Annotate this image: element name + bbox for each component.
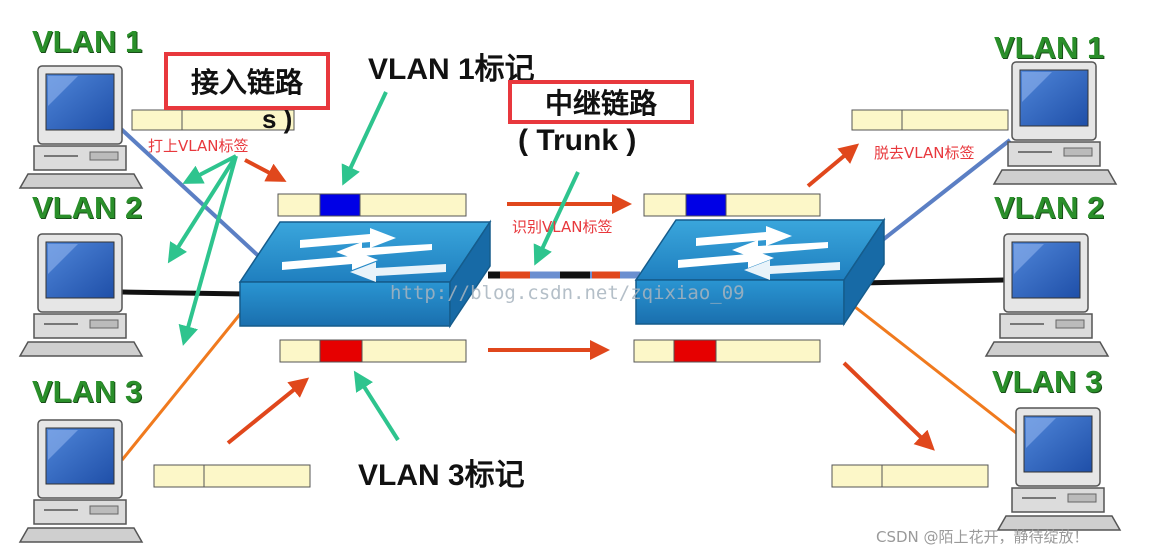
- arrow-green: [353, 370, 400, 442]
- vlan-label-right-2: VLAN 2: [994, 190, 1105, 225]
- vlan-label-right-3: VLAN 3: [992, 364, 1103, 399]
- vlan1-tag-label: VLAN 1标记: [368, 53, 535, 86]
- vlan3-tag-label: VLAN 3标记: [358, 459, 525, 492]
- source-watermark: http://blog.csdn.net/zqixiao_09: [390, 282, 745, 304]
- author-credit: CSDN @陌上花开，静待绽放！: [876, 528, 1089, 546]
- remove-tag-note: 脱去VLAN标签: [874, 144, 975, 162]
- frame-vlan3-tagged-right: [633, 339, 821, 363]
- vlan-label-right-1: VLAN 1: [994, 30, 1105, 65]
- pc-right-vlan2: [985, 233, 1109, 357]
- trunk-link-box: 中继链路: [508, 80, 694, 124]
- link-vlan2-left: [121, 289, 246, 297]
- link-vlan2-right: [859, 277, 1005, 286]
- arrow-green: [341, 91, 388, 186]
- arrow-green: [533, 171, 580, 266]
- switch-right: [634, 217, 886, 327]
- pc-right-vlan3: [997, 407, 1121, 531]
- add-tag-note: 打上VLAN标签: [148, 137, 249, 155]
- switch-left: [238, 219, 492, 329]
- arrow-green: [182, 154, 237, 184]
- link-vlan1-left: [118, 126, 267, 264]
- trunk-en-label: ( Trunk ): [518, 124, 637, 157]
- arrow-red: [244, 158, 287, 182]
- arrow-green: [167, 154, 238, 264]
- arrow-red: [226, 377, 310, 445]
- pc-left-vlan3: [19, 419, 143, 543]
- identify-tag-note: 识别VLAN标签: [512, 218, 613, 236]
- frame-untagged-left-top: [131, 109, 295, 131]
- frame-vlan3-tagged-left: [279, 339, 467, 363]
- vlan-label-left-3: VLAN 3: [32, 374, 143, 409]
- pc-left-vlan1: [19, 65, 143, 189]
- frame-vlan1-tagged-right: [643, 193, 821, 217]
- pc-left-vlan2: [19, 233, 143, 357]
- arrow-green: [178, 155, 238, 346]
- frame-untagged-right-bottom: [831, 464, 989, 488]
- vlan-label-left-1: VLAN 1: [32, 24, 143, 59]
- pc-right-vlan1: [993, 61, 1117, 185]
- arrow-red: [842, 361, 935, 451]
- access-link-box: 接入链路: [164, 52, 330, 110]
- frame-untagged-right-top: [851, 109, 1009, 131]
- frame-untagged-left-bottom: [153, 464, 311, 488]
- link-vlan1-right: [878, 138, 1012, 244]
- arrow-red: [806, 143, 860, 188]
- link-vlan3-left: [120, 307, 247, 461]
- vlan-label-left-2: VLAN 2: [32, 190, 143, 225]
- link-vlan3-right: [849, 301, 1021, 438]
- frame-vlan1-tagged-left: [277, 193, 467, 217]
